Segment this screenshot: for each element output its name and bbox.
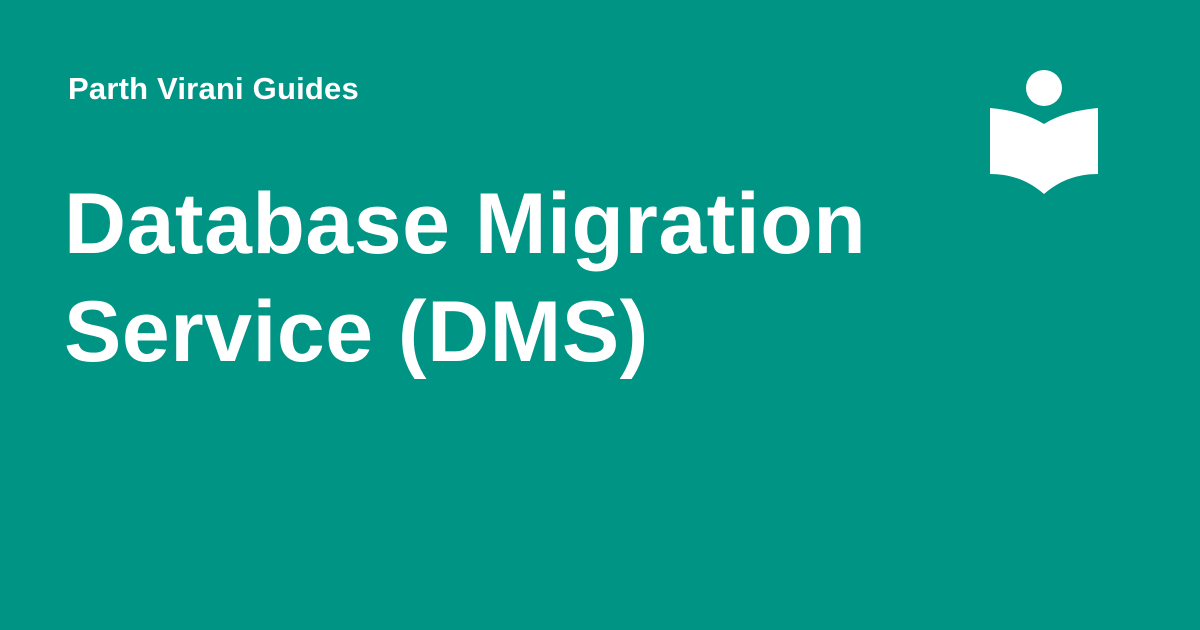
page-title: Database Migration Service (DMS) [64, 170, 964, 386]
page-title-line-1: Database Migration [64, 176, 867, 272]
site-name: Parth Virani Guides [68, 71, 359, 106]
page-title-line-2: Service (DMS) [64, 284, 649, 380]
reader-book-icon [990, 70, 1100, 196]
